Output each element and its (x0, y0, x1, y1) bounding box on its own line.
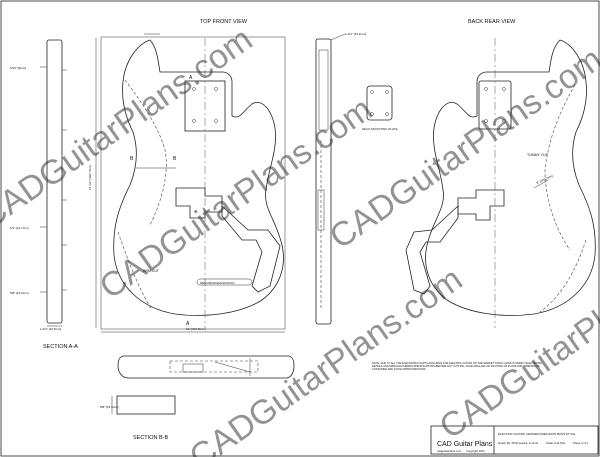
company-name: CAD Guitar Plans (437, 441, 493, 448)
side-profile-body (315, 38, 332, 325)
scale: Scale: Full Size (546, 441, 566, 445)
depth-dim-3: 5/8" [15.9mm] (10, 291, 29, 295)
title-block-frame (430, 425, 599, 455)
tummy-angle-dim: 8" [203.2mm] (536, 174, 554, 185)
top-front-view: A A B B ARM CUT NESCIBANDEANDSCON 15-1/2… (88, 33, 286, 333)
section-b-profile (117, 355, 295, 379)
back-body-outline (425, 39, 596, 316)
back-cavity-route (457, 189, 505, 221)
tummy-cut-label: TUMMY CUT (527, 153, 549, 157)
title-block: CAD Guitar Plans cadguitarplans.com Copy… (430, 425, 599, 455)
section-b-b-block (116, 395, 176, 415)
section-b-b-title: SECTION B-B (133, 435, 168, 441)
copyright: Copyright 2011 (466, 449, 485, 453)
watermark-3: CADGuitarPlans.com (323, 40, 600, 256)
neck-plate-label: NECK MOUNTING PLATE (362, 127, 398, 131)
top-front-view-title: TOP FRONT VIEW (200, 19, 248, 25)
section-a-top-mark: A (189, 75, 193, 81)
neck-mounting-plate: NECK MOUNTING PLATE (362, 85, 398, 131)
arm-cut-contour (124, 79, 167, 226)
control-cavity (221, 205, 281, 293)
watermark-group: CADGuitarPlans.com CADGuitarPlans.com CA… (0, 20, 600, 457)
section-b-dim: 5/8" [15.9mm] (100, 405, 119, 409)
arm-cut-label: ARM CUT (143, 269, 160, 273)
depth-dim-2: 1/2" [12.7mm] (10, 226, 29, 230)
section-b-right-mark: B (173, 156, 177, 162)
sheet-number: Sheet 2 of 2 (573, 441, 589, 445)
front-body-outline (113, 39, 284, 316)
side-profile: 1-3/4" [44.4mm] (315, 32, 366, 325)
section-a-profile (46, 39, 63, 324)
drawn-by: Drawn By: Philip Hauck, 3-14-11 (498, 441, 539, 445)
front-frame (100, 36, 286, 330)
thickness-dim: 1-3/4" [44.5mm] (40, 327, 61, 331)
section-b-b: 5/8" [15.9mm] SECTION B-B (100, 355, 295, 441)
pickup-cavity (175, 187, 223, 219)
pickup-label: NESCIBANDEANDSCON (200, 281, 235, 285)
section-a-bottom-mark: A (186, 321, 190, 327)
body-width-dim: 12" [304.8mm] (186, 327, 206, 331)
section-b-left-mark: B (130, 156, 134, 162)
drawing-title: ELECTRIC GUITAR, FENDER PRECISION BASS S… (498, 432, 575, 436)
neck-plate-outline (366, 85, 393, 121)
depth-dim-1: 5/16" [8mm] (10, 66, 26, 70)
section-a-a: 5/16" [8mm] 1/2" [12.7mm] 5/8" [15.9mm] … (10, 39, 78, 350)
body-length-dim: 15-1/2" [393.7mm] (88, 165, 92, 190)
watermark-4: CADGuitarPlans.com (433, 230, 600, 446)
notes-text: NOTE: DUE TO ALL THE ELECTRONIC PARTS AV… (372, 362, 543, 372)
section-a-a-title: SECTION A-A (43, 344, 78, 350)
back-rear-view-title: BACK REAR VIEW (468, 19, 516, 25)
website: cadguitarplans.com (437, 449, 462, 453)
watermark-5: CADGuitarPlans.com (183, 260, 469, 457)
top-edge-dim: 1-3/4" [44.4mm] (345, 32, 366, 36)
notes-block: NOTE: DUE TO ALL THE ELECTRONIC PARTS AV… (372, 362, 543, 372)
tummy-cut-contour (544, 84, 576, 251)
back-rear-view: TUMMY CUT 8" [203.2mm] (405, 38, 596, 328)
